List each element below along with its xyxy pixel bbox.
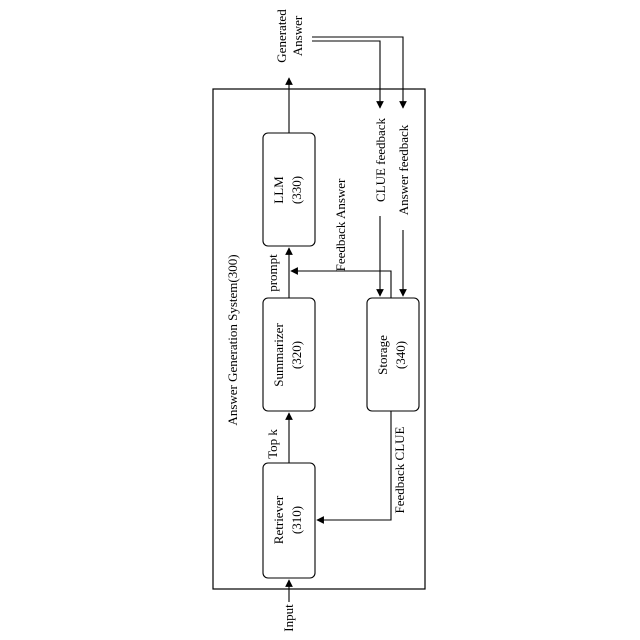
output-label-line1: Generated <box>274 9 289 63</box>
topk-label: Top k <box>265 429 280 459</box>
answer-feedback-line <box>312 37 403 108</box>
feedback-answer-line <box>291 271 391 298</box>
node-summarizer-name: Summarizer <box>271 323 286 387</box>
node-llm-name: LLM <box>271 176 286 204</box>
node-retriever-name: Retriever <box>271 495 286 544</box>
feedback-clue-label: Feedback CLUE <box>392 426 407 513</box>
node-storage-number: (340) <box>393 341 408 369</box>
output-label-line2: Answer <box>290 15 305 56</box>
input-label: Input <box>281 604 296 632</box>
feedback-clue-line <box>317 411 391 520</box>
node-summarizer: Summarizer (320) <box>263 298 315 411</box>
answer-feedback-label: Answer feedback <box>396 124 411 215</box>
clue-feedback-line <box>312 41 380 108</box>
clue-feedback-label: CLUE feedback <box>373 117 388 202</box>
node-storage-name: Storage <box>375 335 390 375</box>
node-summarizer-number: (320) <box>289 341 304 369</box>
feedback-answer-label: Feedback Answer <box>333 178 348 271</box>
node-storage: Storage (340) <box>367 298 419 411</box>
prompt-label: prompt <box>265 254 280 292</box>
node-retriever: Retriever (310) <box>263 463 315 578</box>
node-llm: LLM (330) <box>263 133 315 246</box>
node-retriever-number: (310) <box>289 506 304 534</box>
node-llm-number: (330) <box>289 176 304 204</box>
system-title: Answer Generation System(300) <box>225 254 240 425</box>
